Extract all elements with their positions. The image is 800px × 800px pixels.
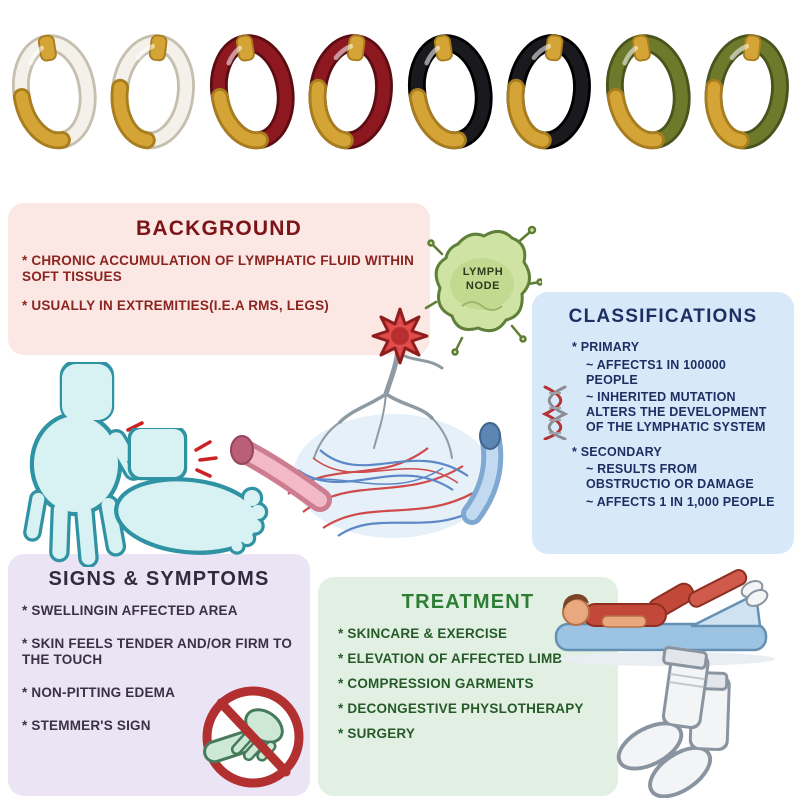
bullet-item: ~ INHERITED MUTATION ALTERS THE DEVELOPM… <box>586 390 767 434</box>
background-title: BACKGROUND <box>136 217 302 240</box>
bullet-item: * ELEVATION OF AFFECTED LIMB <box>338 650 563 666</box>
black-enamel-hoop-a <box>403 19 497 159</box>
sock-front <box>616 646 710 771</box>
artery-pink <box>230 435 332 512</box>
signs-symptoms-title: SIGNS & SYMPTOMS <box>48 568 270 590</box>
bullet-item: ~ RESULTS FROM OBSTRUCTIO OR DAMAGE <box>586 462 754 491</box>
bullet-item: ~ AFFECTS 1 IN 1,000 PEOPLE <box>586 494 775 509</box>
dna-icon <box>541 385 569 440</box>
compression-socks-illustration <box>616 646 731 798</box>
bullet-item: * NON-PITTING EDEMA <box>22 684 176 700</box>
bullet-item: * PRIMARY <box>572 340 640 354</box>
red-enamel-hoop-a <box>205 19 299 159</box>
vein-blue <box>461 422 504 525</box>
classifications-list: * PRIMARY ~ AFFECTS1 IN 100000 PEOPLE~ IN… <box>546 340 780 510</box>
red-enamel-hoop-b <box>304 19 398 159</box>
swollen-foot-illustration <box>114 428 269 555</box>
bullet-item: * SURGERY <box>338 725 416 741</box>
black-enamel-hoop-b <box>502 19 596 159</box>
olive-enamel-hoop-b <box>700 19 794 159</box>
treatment-title: TREATMENT <box>401 591 535 613</box>
white-enamel-hoop-a <box>7 19 101 159</box>
vessel-network-illustration <box>230 307 504 538</box>
treatment-list: * SKINCARE & EXERCISE * ELEVATION OF AFFE… <box>332 626 604 742</box>
olive-enamel-hoop-a <box>601 19 695 159</box>
lymph-node-label: LYMPH NODE <box>462 266 504 292</box>
swelling-marks-foot <box>194 440 218 478</box>
bullet-item: * STEMMER'S SIGN <box>22 717 151 733</box>
bullet-item: * CHRONIC ACCUMULATION OF LYMPHATIC FLUI… <box>22 253 415 284</box>
prohibition-icon <box>202 686 304 788</box>
white-enamel-hoop-b <box>106 19 200 159</box>
bullet-item: * COMPRESSION GARMENTS <box>338 675 534 691</box>
bullet-item: * SKIN FEELS TENDER AND/OR FIRM TO THE T… <box>22 635 293 667</box>
background-list: * CHRONIC ACCUMULATION OF LYMPHATIC FLUI… <box>22 253 416 314</box>
bullet-item: * SECONDARY <box>572 444 662 459</box>
lymph-node-icon <box>424 225 544 356</box>
earrings-row <box>0 14 800 164</box>
signs-symptoms-list: * SWELLINGIN AFFECTED AREA * SKIN FEELS T… <box>22 603 296 734</box>
bullet-item: * SWELLINGIN AFFECTED AREA <box>22 603 238 618</box>
classifications-section: CLASSIFICATIONS * PRIMARY ~ AFFECTS1 IN 1… <box>532 292 794 554</box>
bullet-item: * DECONGESTIVE PHYSLOTHERAPY <box>338 700 584 716</box>
inflammation-star-icon <box>371 307 429 365</box>
blood-capillaries-blue <box>292 449 479 537</box>
background-section: BACKGROUND * CHRONIC ACCUMULATION OF LYM… <box>8 203 430 355</box>
bullet-item: * SKINCARE & EXERCISE <box>338 626 508 641</box>
classifications-title: CLASSIFICATIONS <box>568 306 758 327</box>
bullet-item: * USUALLY IN EXTREMITIES(I.E.A RMS, LEGS… <box>22 297 329 313</box>
lymph-node-illustration: LYMPH NODE <box>424 222 544 362</box>
bullet-item: ~ AFFECTS1 IN 100000 PEOPLE <box>586 357 727 387</box>
